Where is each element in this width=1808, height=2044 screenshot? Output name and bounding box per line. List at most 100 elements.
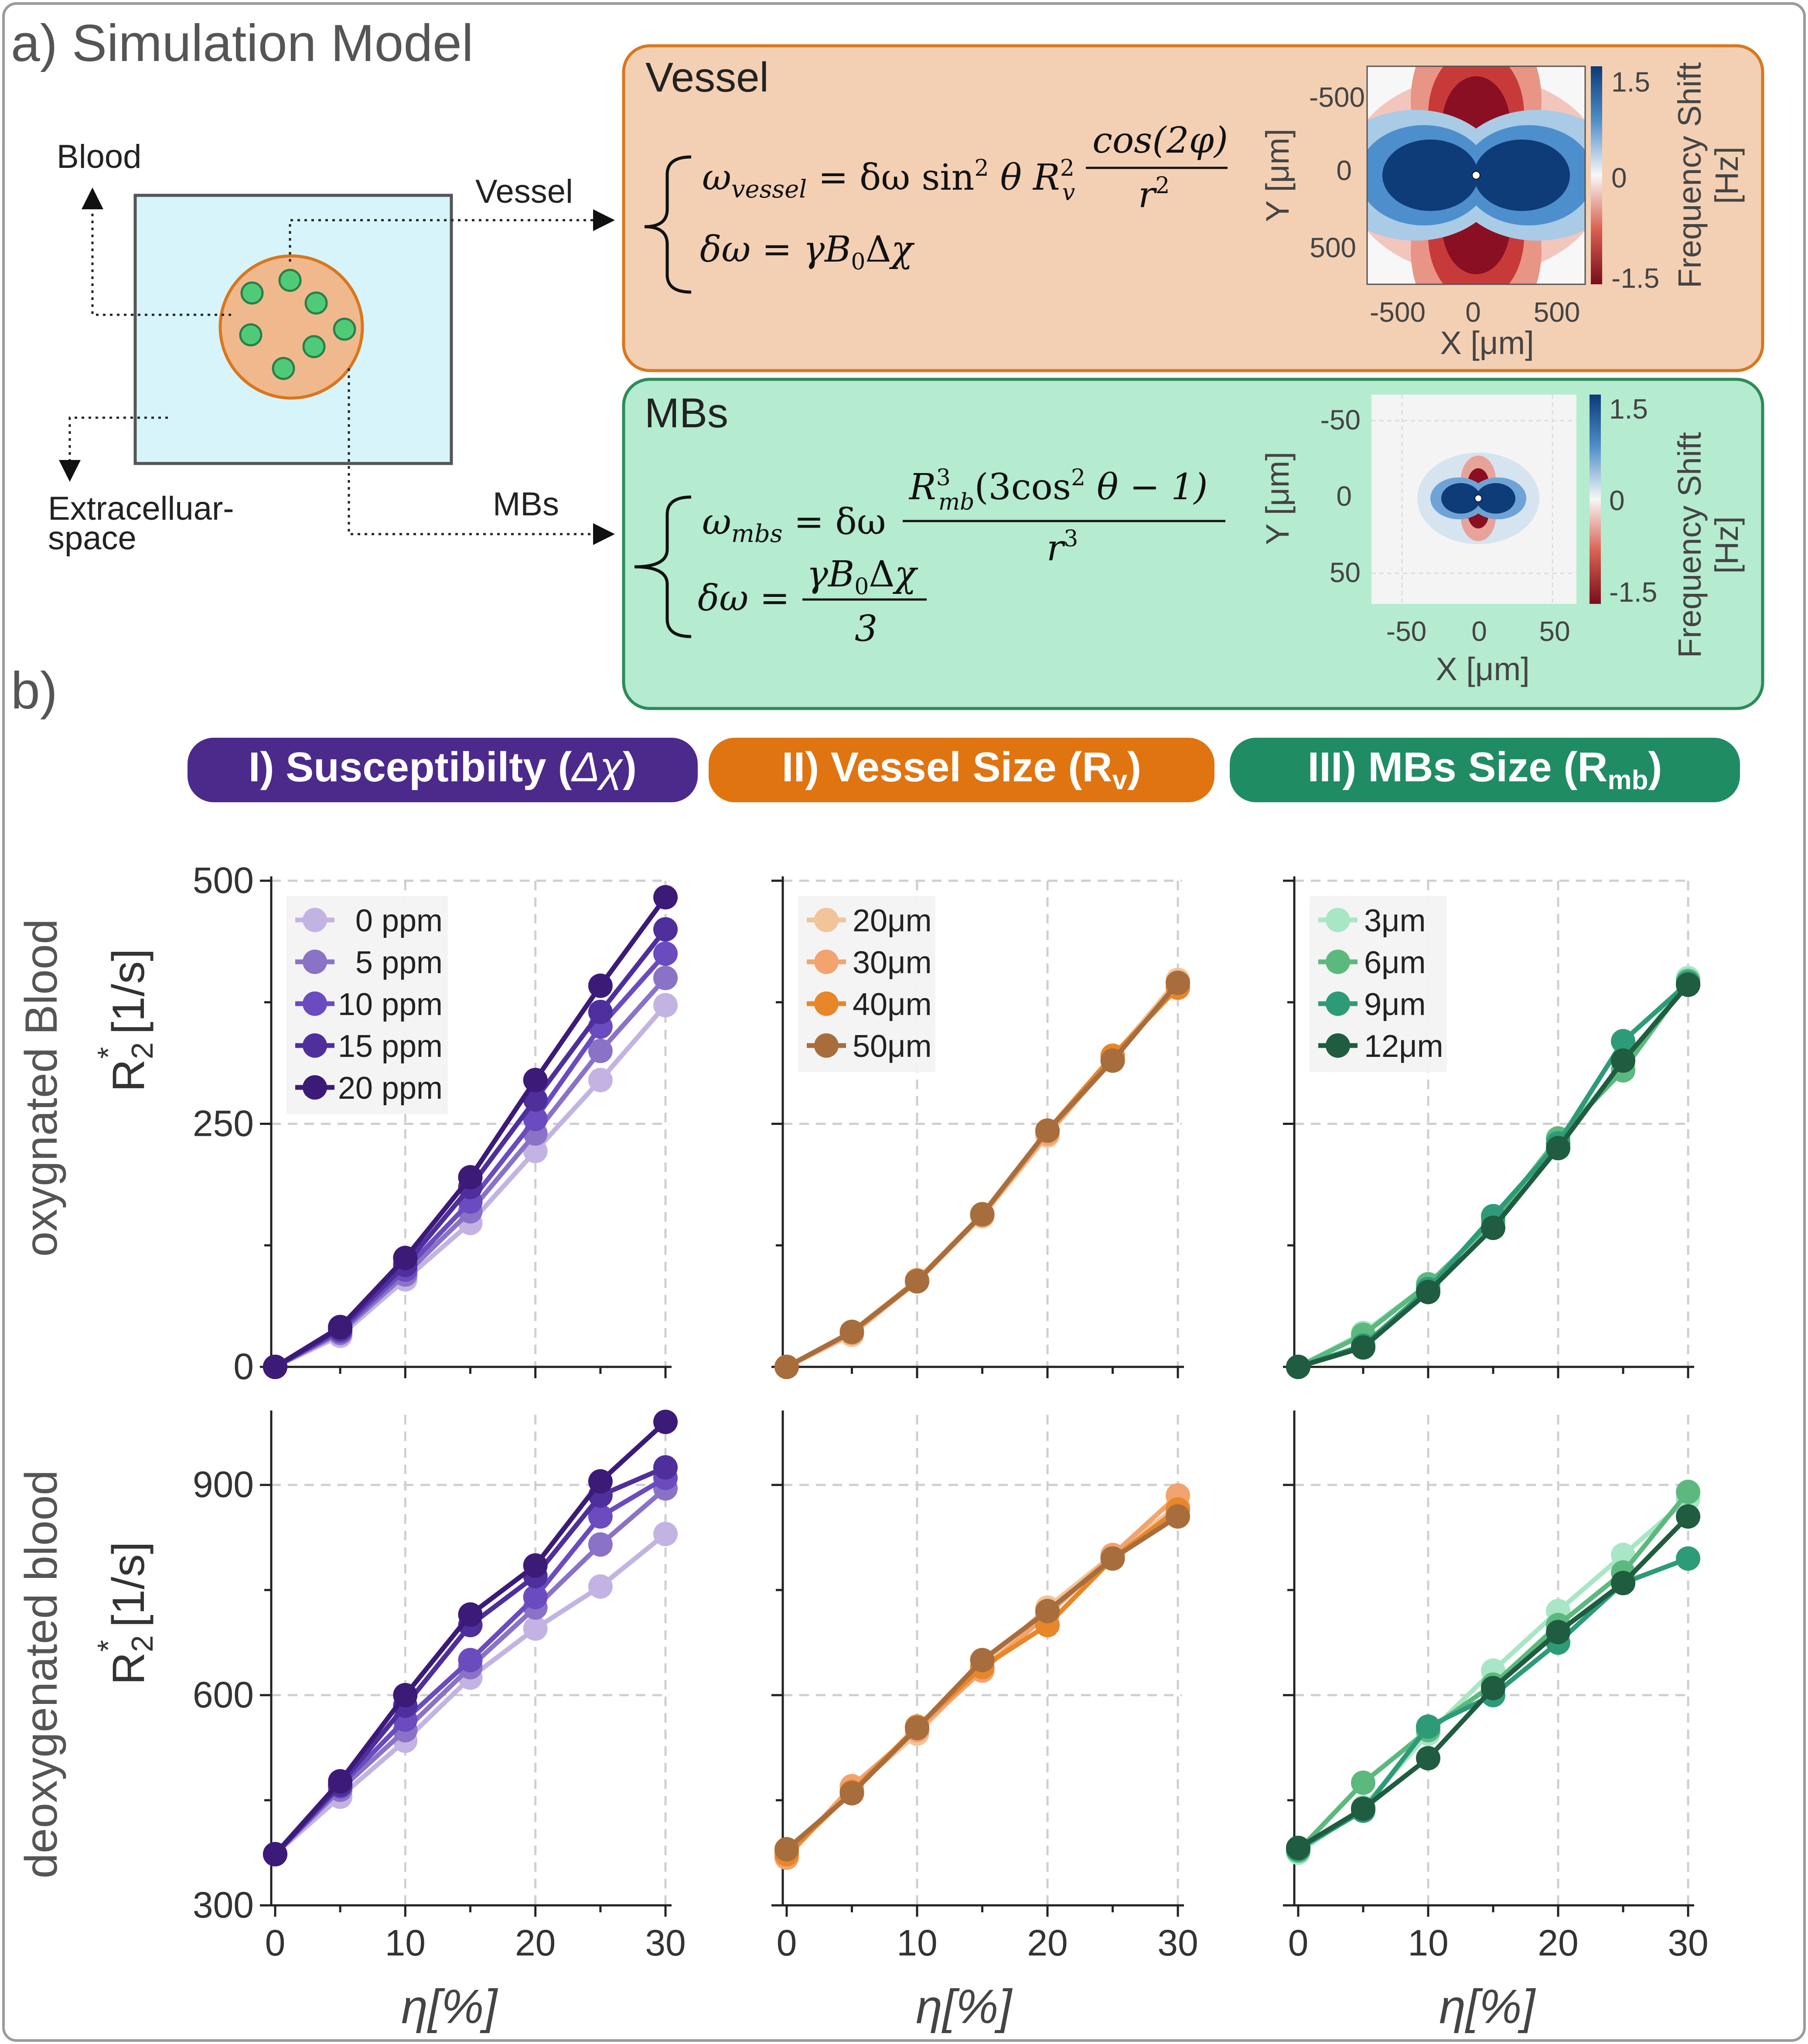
mbs-map-xlabel: X [μm] <box>1436 651 1529 687</box>
data-point <box>588 973 613 998</box>
vessel-map-ytick: 0 <box>1336 155 1352 186</box>
legend-swatch-marker <box>1326 1033 1350 1058</box>
series-50μm <box>774 971 1191 1379</box>
data-point <box>904 1269 929 1294</box>
x-tick-label: 10 <box>897 1922 937 1963</box>
legend-swatch-marker <box>1326 991 1350 1016</box>
y-tick-label: 600 <box>193 1674 254 1715</box>
svg-text:R2* [1/s]: R2* [1/s] <box>91 949 159 1092</box>
series-12μm <box>1286 972 1701 1379</box>
vessel-map-ylabel: Y [μm] <box>1259 129 1296 222</box>
label-blood: Blood <box>57 138 141 175</box>
vessel-cbar-label: Frequency Shift <box>1672 62 1708 288</box>
microbubble-dots <box>239 269 356 380</box>
x-tick-label: 0 <box>1288 1922 1309 1963</box>
data-point <box>1351 1796 1375 1821</box>
legend-swatch-marker <box>303 991 327 1016</box>
data-point <box>653 966 678 990</box>
legend-swatch-marker <box>814 950 839 974</box>
legend-label: 6μm <box>1364 945 1426 980</box>
x-tick-label: 30 <box>645 1922 686 1963</box>
vessel-map-xtick: -500 <box>1370 296 1426 328</box>
legend-label: 20 ppm <box>338 1071 443 1106</box>
mbs-cbar-label: Frequency Shift <box>1672 432 1708 658</box>
data-point <box>523 1138 548 1163</box>
header-mbs-size: III) MBs Size (Rmb) <box>1230 738 1740 802</box>
x-tick-label: 10 <box>385 1922 426 1963</box>
data-point <box>904 1716 929 1741</box>
data-point <box>1100 1048 1125 1073</box>
row-label-deoxygenated: deoxygenated blood <box>16 1470 67 1879</box>
data-point <box>588 1068 613 1093</box>
vessel-frequency-map <box>1367 66 1585 284</box>
data-point <box>1416 1746 1440 1771</box>
legend-swatch-marker <box>814 1033 839 1058</box>
data-point <box>263 1355 287 1379</box>
legend-label: 0 ppm <box>355 903 443 938</box>
data-point <box>1676 1504 1701 1529</box>
vessel-brace <box>644 155 692 294</box>
legend-label: 9μm <box>1364 987 1426 1022</box>
legend-swatch-marker <box>814 991 839 1016</box>
data-point <box>523 1553 548 1578</box>
data-point <box>588 1469 613 1494</box>
data-point <box>653 885 678 910</box>
data-point <box>1611 1048 1636 1073</box>
data-point <box>1611 1029 1636 1053</box>
data-point <box>523 1107 548 1131</box>
header-susceptibility: I) Susceptibilty (Δχ) <box>188 738 698 802</box>
legend-swatch-marker <box>1326 908 1350 932</box>
data-point <box>1676 1546 1701 1571</box>
data-point <box>970 1648 995 1673</box>
data-point <box>653 1455 678 1480</box>
legend-label: 50μm <box>853 1029 932 1064</box>
vessel-equation-2: δω = γB0Δχ <box>700 229 915 275</box>
mbs-map-xtick: 0 <box>1471 616 1487 647</box>
data-point <box>588 1574 613 1599</box>
vessel-cbar-tick: 0 <box>1611 162 1627 194</box>
legend-label: 30μm <box>853 945 932 980</box>
x-tick-label: 20 <box>515 1922 556 1963</box>
extracellular-arrow <box>59 416 168 482</box>
svg-text:δω =: δω = <box>698 578 790 619</box>
data-point <box>458 1602 483 1627</box>
x-tick-label: 0 <box>777 1922 797 1963</box>
legend-swatch-marker <box>303 950 327 974</box>
data-point <box>653 1522 678 1547</box>
legend-swatch-marker <box>303 908 327 932</box>
data-point <box>1676 1479 1701 1504</box>
y-tick-label: 300 <box>193 1884 254 1925</box>
svg-text:I) Susceptibilty (Δχ): I) Susceptibilty (Δχ) <box>249 744 637 790</box>
data-point <box>458 1165 483 1190</box>
mbs-brace <box>634 495 692 638</box>
svg-text:III) MBs Size (Rmb): III) MBs Size (Rmb) <box>1307 744 1662 795</box>
x-tick-label: 30 <box>1668 1922 1708 1963</box>
series-20-ppm <box>263 1410 678 1867</box>
mbs-box-title: MBs <box>645 390 728 436</box>
svg-text:cos(2φ): cos(2φ) <box>1092 120 1228 161</box>
legend-label: 20μm <box>853 903 932 938</box>
vessel-colorbar <box>1591 66 1602 284</box>
header-vessel-size: II) Vessel Size (Rv) <box>709 738 1214 802</box>
mbs-map-xtick: -50 <box>1386 616 1427 647</box>
x-tick-label: 20 <box>1538 1922 1578 1963</box>
svg-text:ωmbs = δω: ωmbs = δω <box>702 501 886 548</box>
data-point <box>1351 1335 1375 1360</box>
svg-text:r3: r3 <box>1047 526 1078 569</box>
mbs-map-ytick: -50 <box>1320 404 1361 436</box>
data-point <box>393 1246 418 1271</box>
mbs-map-ylabel: Y [μm] <box>1259 452 1296 545</box>
data-point <box>1546 1620 1571 1645</box>
data-point <box>1481 1676 1505 1700</box>
vessel-cbar-tick: 1.5 <box>1611 66 1650 98</box>
data-point <box>458 1648 483 1673</box>
